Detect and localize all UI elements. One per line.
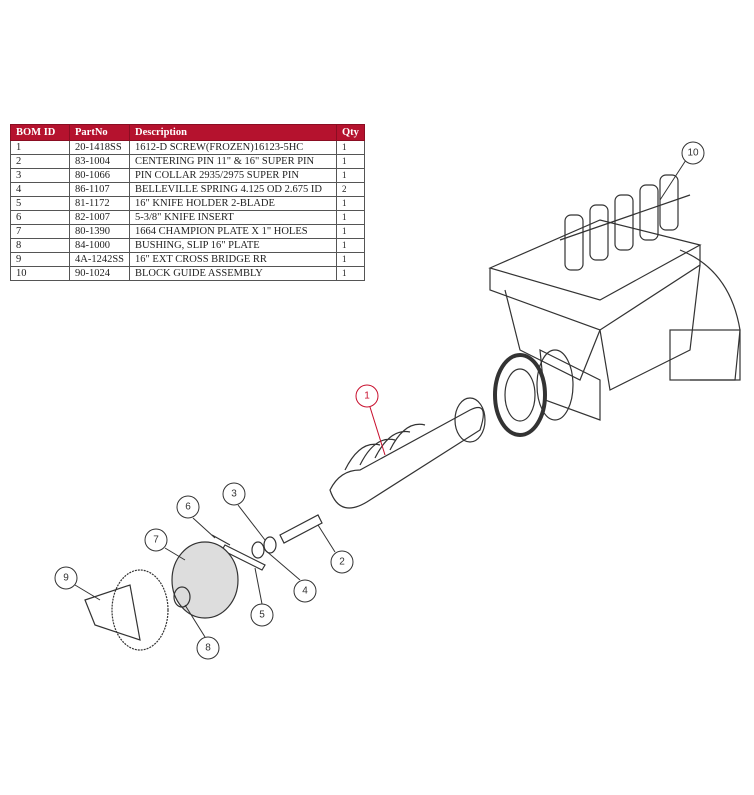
cell-qty: 1 (336, 154, 365, 169)
callout-circle (293, 579, 317, 603)
cell-description: BLOCK GUIDE ASSEMBLY (129, 266, 338, 281)
screw-feed (329, 397, 486, 509)
callout-label: 10 (687, 148, 699, 159)
callout-9: 9 (54, 566, 78, 590)
callout-circle (681, 141, 705, 165)
callout-circle (176, 495, 200, 519)
callout-label: 2 (339, 557, 345, 568)
header-bom-id: BOM ID (10, 124, 70, 141)
callout-label: 4 (302, 586, 308, 597)
callout-2: 2 (330, 550, 354, 574)
callout-circle (355, 384, 379, 408)
callout-circle (54, 566, 78, 590)
grinder-housing (488, 219, 741, 421)
callout-circle (144, 528, 168, 552)
callout-1: 1 (355, 384, 379, 408)
header-partno: PartNo (68, 124, 131, 141)
callout-3: 3 (222, 482, 246, 506)
rings-and-knife (211, 534, 277, 571)
callout-label: 3 (231, 489, 237, 500)
callout-6: 6 (176, 495, 200, 519)
callout-label: 6 (185, 502, 191, 513)
centering-pin (279, 514, 323, 544)
cell-partno: 90-1024 (68, 266, 131, 281)
callout-label: 8 (205, 643, 211, 654)
callout-circle (222, 482, 246, 506)
barrel-ring (493, 349, 574, 437)
cell-partno: 81-1172 (68, 196, 131, 211)
block-guide-assembly (559, 174, 691, 271)
callout-10: 10 (681, 141, 705, 165)
callout-4: 4 (293, 579, 317, 603)
callout-circle (196, 636, 220, 660)
callout-5: 5 (250, 603, 274, 627)
callout-8: 8 (196, 636, 220, 660)
callout-label: 9 (63, 573, 69, 584)
callout-7: 7 (144, 528, 168, 552)
callout-label: 1 (364, 391, 370, 402)
leader-lines (74, 159, 687, 638)
cell-qty: 1 (336, 266, 365, 281)
callout-label: 5 (259, 610, 265, 621)
callout-circle (330, 550, 354, 574)
champion-plate (171, 541, 239, 619)
callout-label: 7 (153, 535, 159, 546)
callout-circle (250, 603, 274, 627)
cross-bridge (84, 569, 169, 651)
